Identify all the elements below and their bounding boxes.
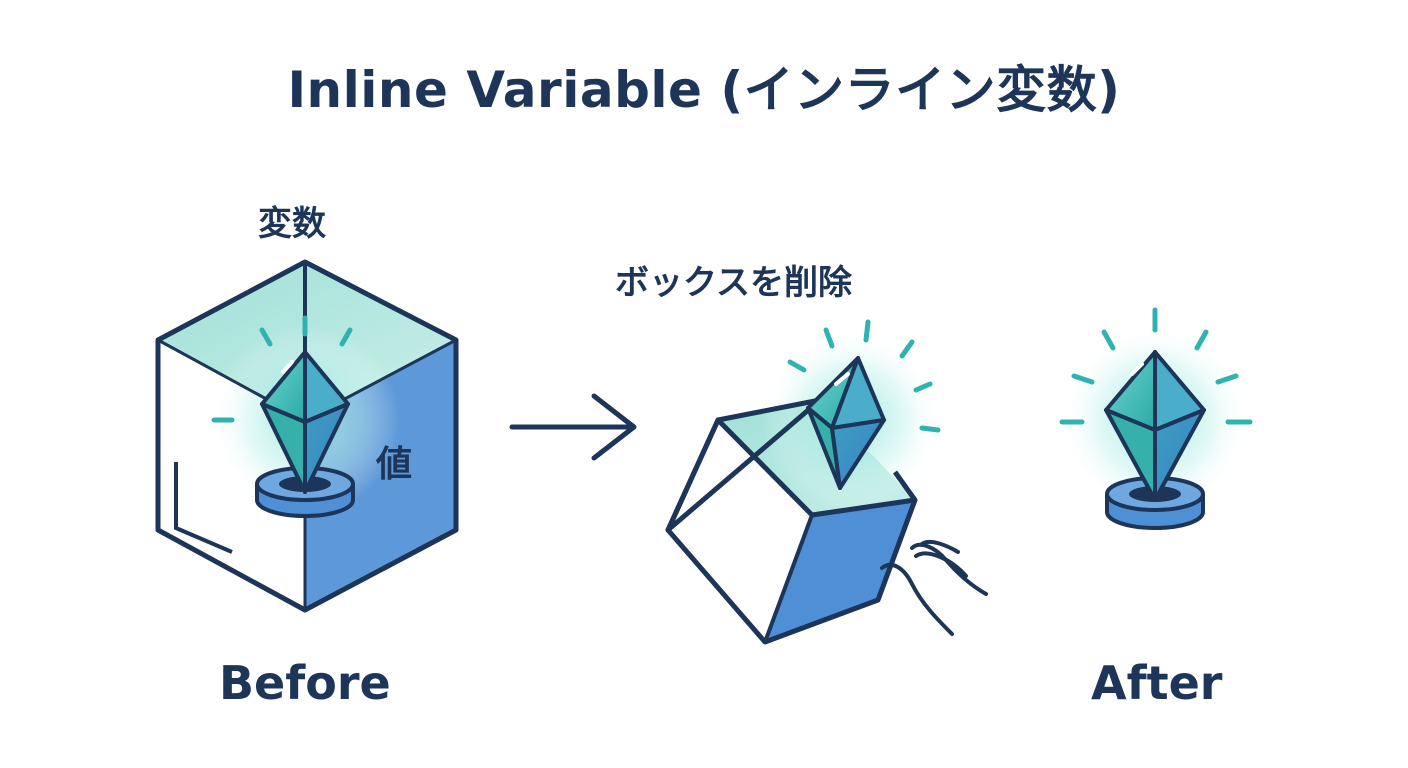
before-label: Before: [219, 656, 391, 710]
value-gem-icon: [260, 350, 350, 494]
diagram-title: Inline Variable (インライン変数): [287, 61, 1121, 119]
after-gem-group: [1059, 307, 1253, 530]
value-label: 値: [376, 444, 413, 485]
remove-box-label: ボックスを削除: [615, 263, 852, 303]
after-label: After: [1091, 656, 1223, 710]
hand-icon: [880, 539, 988, 636]
value-gem-icon: [1104, 350, 1206, 502]
removed-box-icon: [665, 319, 988, 645]
variable-box-cube-icon: [155, 259, 459, 613]
value-gem-icon: [806, 356, 886, 490]
variable-label: 変数: [258, 204, 326, 244]
arrow-right-icon: [509, 393, 637, 461]
